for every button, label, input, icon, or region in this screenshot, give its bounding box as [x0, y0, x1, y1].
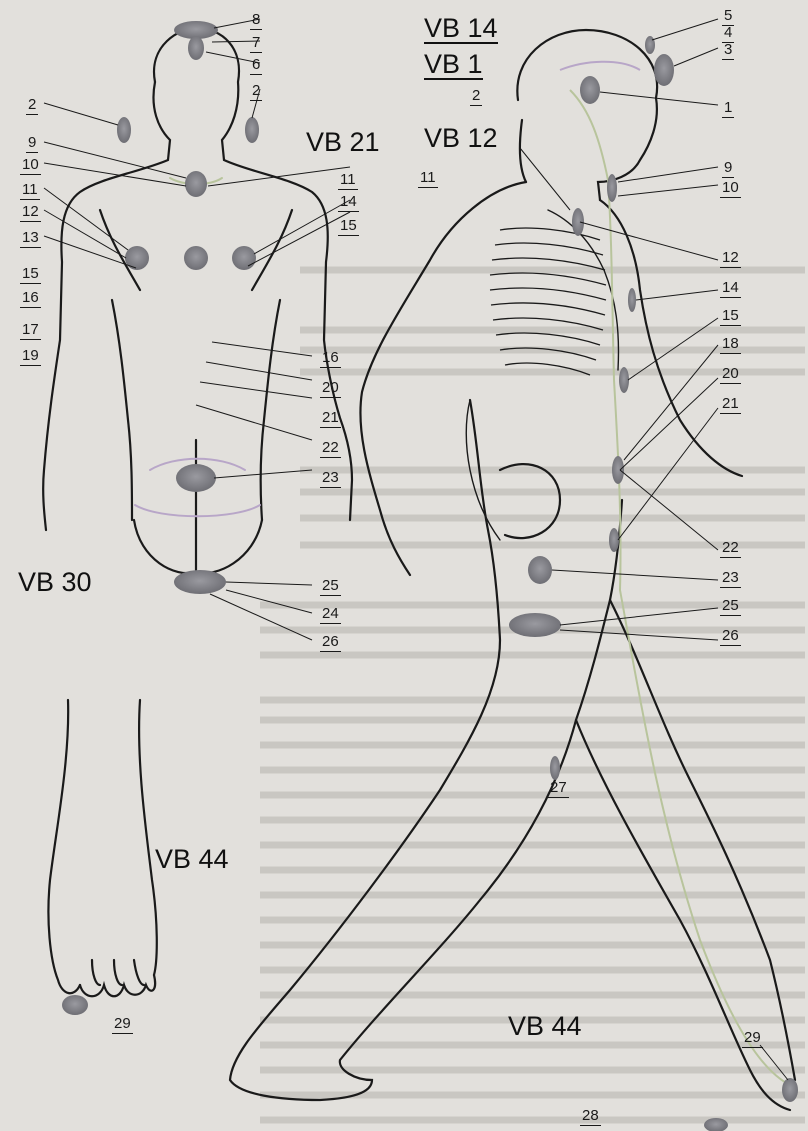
- foot-view-figure: [48, 700, 156, 996]
- back-label-8: 8: [250, 12, 262, 30]
- meridian-label-vb12: VB 12: [424, 124, 498, 152]
- side-label-12: 12: [720, 250, 741, 268]
- back-label-21: 21: [320, 410, 341, 428]
- meridian-label-vb21: VB 21: [306, 128, 380, 156]
- side-label-18: 18: [720, 336, 741, 354]
- back-label-14: 14: [338, 194, 359, 212]
- side-label-22: 22: [720, 540, 741, 558]
- back-label-24: 24: [320, 606, 341, 624]
- side-label-20: 20: [720, 366, 741, 384]
- back-label-25: 25: [320, 578, 341, 596]
- side-label-10: 10: [720, 180, 741, 198]
- side-label-3: 3: [722, 42, 734, 60]
- side-label-28: 28: [580, 1108, 601, 1126]
- meridian-label-vb1: VB 1: [424, 50, 483, 80]
- side-label-2: 2: [470, 88, 482, 106]
- side-label-15: 15: [720, 308, 741, 326]
- side-label-26: 26: [720, 628, 741, 646]
- back-label-13: 13: [20, 230, 41, 248]
- meridian-label-vb14: VB 14: [424, 14, 498, 44]
- meridian-label-vb44-foot: VB 44: [155, 845, 229, 873]
- back-label-7: 7: [250, 35, 262, 53]
- back-label-20: 20: [320, 380, 341, 398]
- back-label-6: 6: [250, 57, 262, 75]
- back-label-17: 17: [20, 322, 41, 340]
- back-label-16-right: 16: [320, 350, 341, 368]
- back-label-15-right: 15: [338, 218, 359, 236]
- side-label-23: 23: [720, 570, 741, 588]
- back-label-2-left: 2: [26, 97, 38, 115]
- back-label-26: 26: [320, 634, 341, 652]
- foot-view-point: [62, 995, 88, 1015]
- side-label-1: 1: [722, 100, 734, 118]
- side-label-25: 25: [720, 598, 741, 616]
- back-label-23: 23: [320, 470, 341, 488]
- side-label-9: 9: [722, 160, 734, 178]
- back-label-19: 19: [20, 348, 41, 366]
- side-label-21: 21: [720, 396, 741, 414]
- back-label-9: 9: [26, 135, 38, 153]
- back-label-22: 22: [320, 440, 341, 458]
- side-label-27: 27: [548, 780, 569, 798]
- side-view-meridian-line: [560, 62, 790, 1085]
- meridian-label-vb30: VB 30: [18, 568, 92, 596]
- back-label-10: 10: [20, 157, 41, 175]
- back-label-16-left: 16: [20, 290, 41, 308]
- foot-label-29: 29: [112, 1016, 133, 1034]
- back-label-11-left: 11: [20, 182, 40, 200]
- back-label-15-left: 15: [20, 266, 41, 284]
- meridian-label-vb44-side: VB 44: [508, 1012, 582, 1040]
- side-label-29: 29: [742, 1030, 763, 1048]
- back-label-2-right: 2: [250, 83, 262, 101]
- side-label-11: 11: [418, 170, 438, 188]
- back-label-12: 12: [20, 204, 41, 222]
- back-label-11-right: 11: [338, 172, 358, 190]
- side-label-14: 14: [720, 280, 741, 298]
